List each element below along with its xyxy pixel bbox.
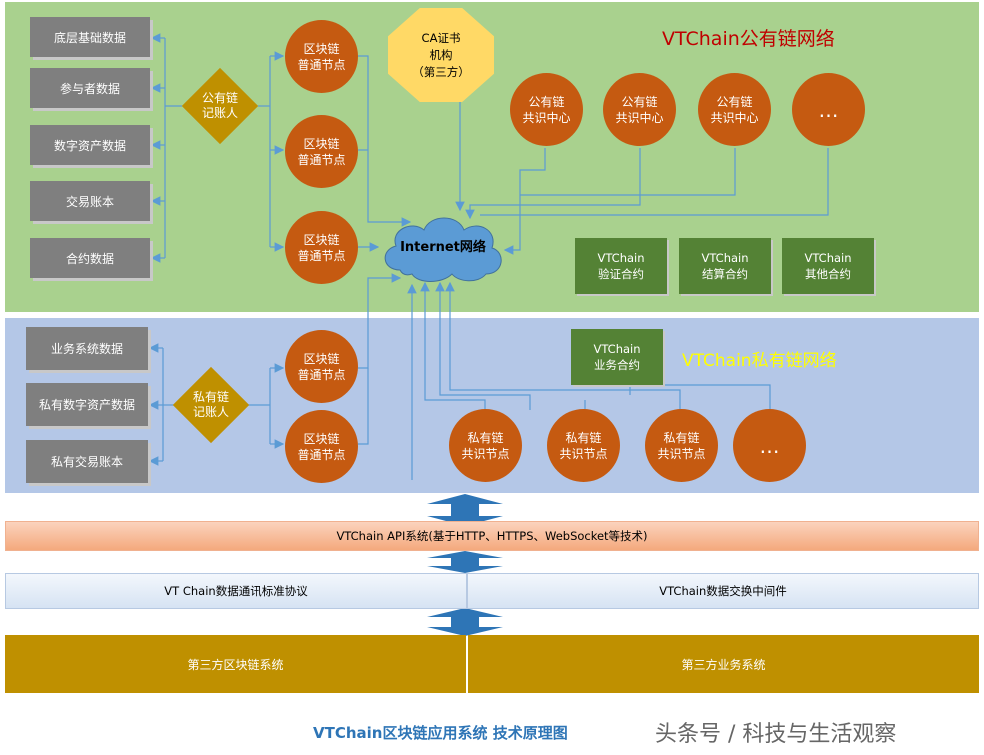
public-data-box-2: 参与者数据 [30, 68, 150, 108]
public-node-1: 区块链 普通节点 [285, 20, 358, 93]
double-arrow-icon [427, 551, 503, 573]
protocol-box: VT Chain数据通讯标准协议 [5, 573, 467, 609]
public-node-3: 区块链 普通节点 [285, 211, 358, 284]
public-zone-title: VTChain公有链网络 [662, 28, 835, 50]
ca-authority: CA证书 机构 （第三方） [388, 8, 494, 102]
private-data-box-2: 私有数字资产数据 [26, 383, 148, 426]
private-data-box-3: 私有交易账本 [26, 440, 148, 483]
private-data-box-1: 业务系统数据 [26, 327, 148, 370]
public-consensus-1: 公有链 共识中心 [510, 73, 583, 146]
api-system-bar: VTChain API系统(基于HTTP、HTTPS、WebSocket等技术) [5, 521, 979, 551]
public-node-2: 区块链 普通节点 [285, 115, 358, 188]
business-contract: VTChain 业务合约 [571, 329, 663, 385]
public-data-box-1: 底层基础数据 [30, 17, 150, 57]
private-ledger-diamond: 私有链 记账人 [171, 366, 251, 444]
double-arrow-icon [427, 608, 503, 636]
public-consensus-more: … [792, 73, 865, 146]
public-ledger-diamond: 公有链 记账人 [180, 67, 260, 145]
private-ledger-label: 私有链 记账人 [192, 390, 229, 419]
other-contract: VTChain 其他合约 [782, 238, 874, 294]
settlement-contract: VTChain 结算合约 [679, 238, 771, 294]
double-arrow-icon [427, 494, 503, 526]
third-party-blockchain-box: 第三方区块链系统 [5, 635, 466, 693]
private-node-2: 区块链 普通节点 [285, 410, 358, 483]
public-ledger-label: 公有链 记账人 [201, 91, 238, 120]
public-consensus-3: 公有链 共识中心 [698, 73, 771, 146]
public-consensus-2: 公有链 共识中心 [603, 73, 676, 146]
public-data-box-4: 交易账本 [30, 181, 150, 221]
internet-cloud-icon [384, 217, 502, 282]
private-zone-title: VTChain私有链网络 [682, 351, 837, 371]
watermark: 头条号 / 科技与生活观察 [655, 722, 897, 747]
public-data-box-5: 合约数据 [30, 238, 150, 278]
private-node-1: 区块链 普通节点 [285, 330, 358, 403]
private-consensus-3: 私有链 共识节点 [645, 409, 718, 482]
private-consensus-more: … [733, 409, 806, 482]
private-consensus-1: 私有链 共识节点 [449, 409, 522, 482]
public-data-box-3: 数字资产数据 [30, 125, 150, 165]
middleware-box: VTChain数据交换中间件 [467, 573, 979, 609]
verify-contract: VTChain 验证合约 [575, 238, 667, 294]
private-consensus-2: 私有链 共识节点 [547, 409, 620, 482]
third-party-business-box: 第三方业务系统 [468, 635, 979, 693]
internet-label: Internet网络 [400, 240, 486, 255]
diagram-caption: VTChain区块链应用系统 技术原理图 [313, 724, 568, 742]
